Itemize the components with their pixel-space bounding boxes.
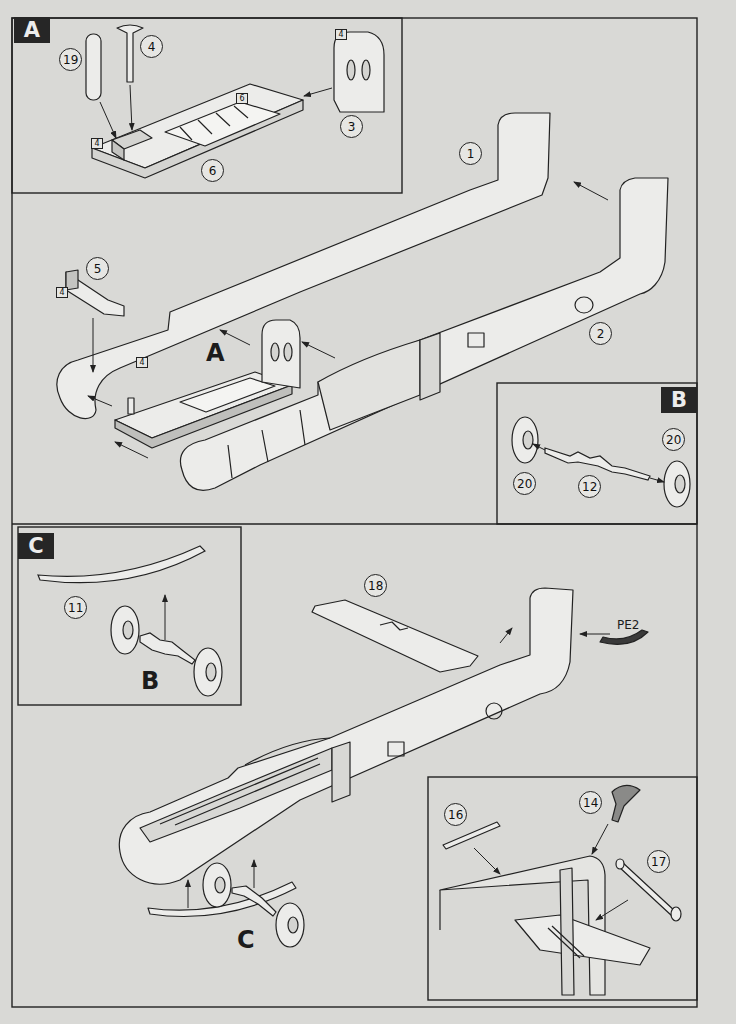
part-number: 12 (582, 480, 597, 494)
callout-number: 20 (662, 428, 685, 451)
part-number: 19 (63, 53, 78, 67)
callout-number: 5 (86, 257, 109, 280)
callout-number: 16 (444, 803, 467, 826)
callout-number: 1 (459, 142, 482, 165)
callout-number: 18 (364, 574, 387, 597)
part-number: 17 (651, 855, 666, 869)
step-header: A (14, 17, 50, 43)
part-number: 16 (448, 808, 463, 822)
part-number: 14 (583, 796, 598, 810)
part-number: B (671, 388, 687, 412)
part-number: 11 (68, 601, 83, 615)
subassembly-letter: C (237, 926, 255, 954)
part-number: A (24, 18, 40, 42)
callout-number: 20 (513, 472, 536, 495)
part-number: 4 (139, 358, 144, 367)
part-number: 4 (148, 40, 156, 54)
part-number: 1 (467, 147, 475, 161)
step-header: C (18, 533, 54, 559)
callout-number: 4 (140, 35, 163, 58)
photoetch-label: PE2 (617, 618, 639, 632)
part-number: 6 (239, 94, 244, 103)
sprue-number: 4 (335, 29, 347, 40)
callout-number: 11 (64, 596, 87, 619)
part-number: C (28, 534, 43, 558)
sprue-number: 4 (91, 138, 103, 149)
callout-number: 19 (59, 48, 82, 71)
step-header: B (661, 387, 697, 413)
sprue-number: 4 (136, 357, 148, 368)
callout-number: 17 (647, 850, 670, 873)
part-number: 4 (94, 139, 99, 148)
part-number: 20 (517, 477, 532, 491)
subassembly-letter: A (206, 339, 225, 367)
part-number: 4 (59, 288, 64, 297)
sprue-number: 6 (236, 93, 248, 104)
part-number: 4 (338, 30, 343, 39)
part-number: 5 (94, 262, 102, 276)
part-number: 3 (348, 120, 356, 134)
part-number: 20 (666, 433, 681, 447)
part-number: 2 (597, 327, 605, 341)
callout-number: 12 (578, 475, 601, 498)
callout-number: 2 (589, 322, 612, 345)
sprue-number: 4 (56, 287, 68, 298)
part-number: 18 (368, 579, 383, 593)
callout-number: 6 (201, 159, 224, 182)
part-number: 6 (209, 164, 217, 178)
subassembly-letter: B (141, 667, 159, 695)
callout-number: 14 (579, 791, 602, 814)
callout-number: 3 (340, 115, 363, 138)
